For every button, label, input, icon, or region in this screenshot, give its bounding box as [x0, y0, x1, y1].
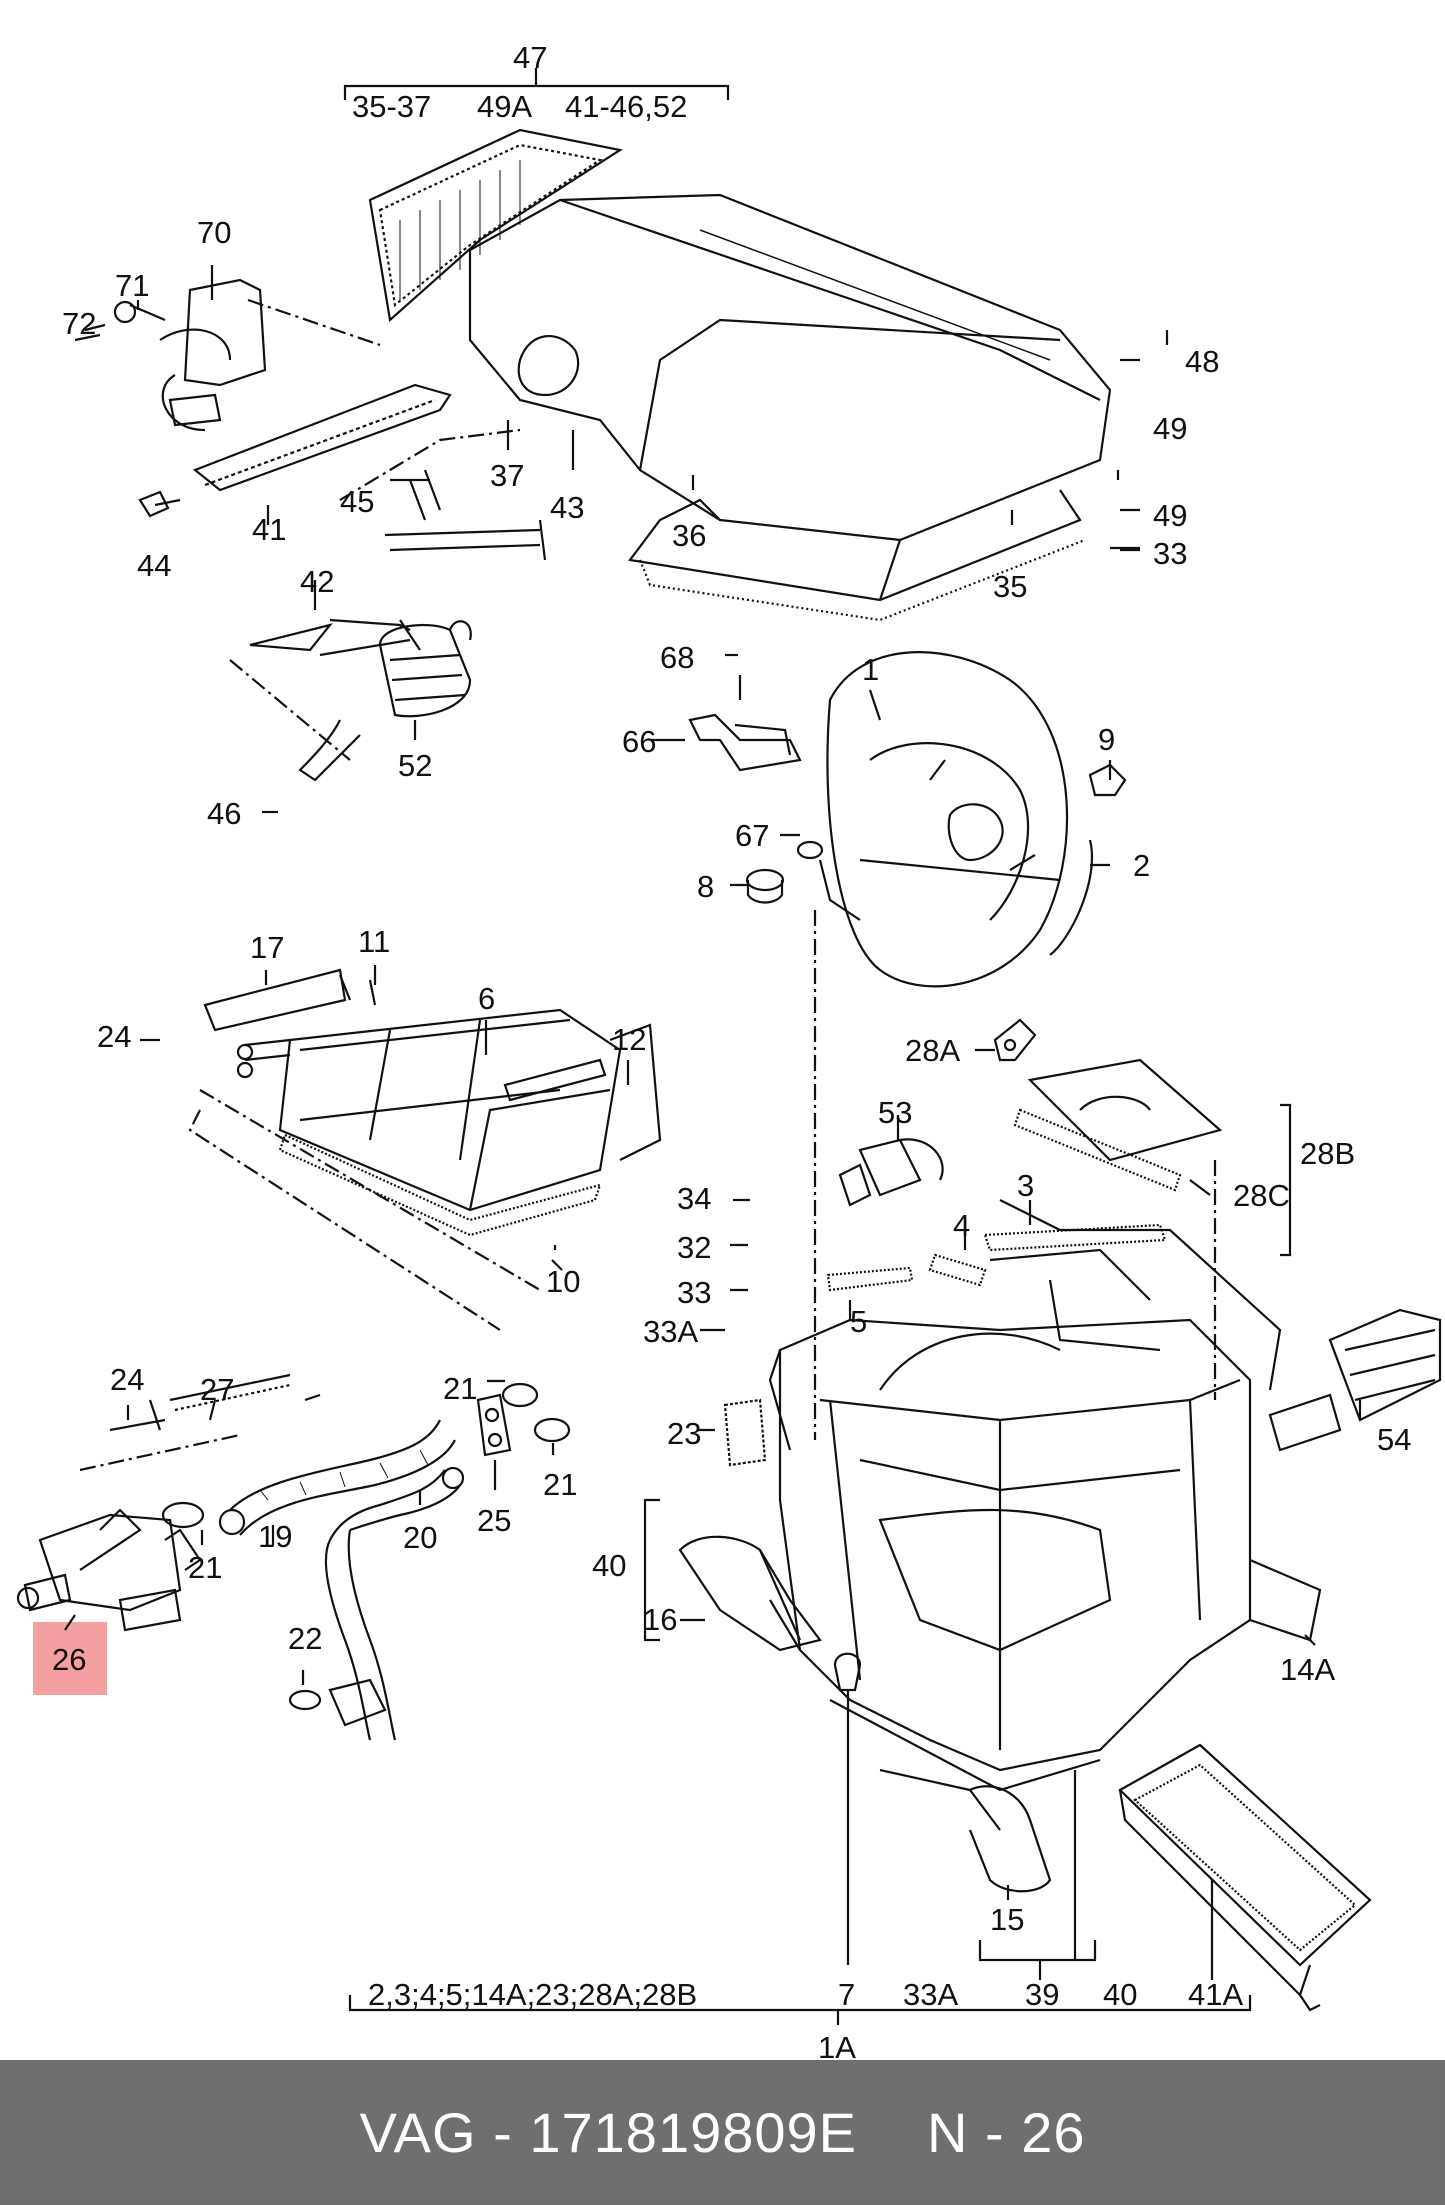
- label-54[interactable]: 54: [1377, 1422, 1411, 1457]
- label-1[interactable]: 1: [862, 652, 879, 687]
- label-35-37[interactable]: 35-37: [352, 89, 431, 124]
- label-14a[interactable]: 14A: [1280, 1652, 1335, 1687]
- drawing-lines: [16, 68, 1442, 2025]
- label-19[interactable]: 19: [258, 1519, 292, 1554]
- label-36[interactable]: 36: [672, 518, 706, 553]
- label-71[interactable]: 71: [115, 268, 149, 303]
- label-68[interactable]: 68: [660, 640, 694, 675]
- footer-part-number: 171819809E: [529, 2101, 858, 2164]
- label-9[interactable]: 9: [1098, 722, 1115, 757]
- label-42[interactable]: 42: [300, 564, 334, 599]
- label-17[interactable]: 17: [250, 930, 284, 965]
- callout-labels: 47 35-37 49A 41-46,52 70 71 72 48 49 37 …: [52, 40, 1411, 2060]
- label-27[interactable]: 27: [200, 1372, 234, 1407]
- label-41a[interactable]: 41A: [1188, 1977, 1243, 2012]
- label-1a[interactable]: 1A: [818, 2030, 856, 2060]
- label-47[interactable]: 47: [513, 40, 547, 75]
- label-21-b[interactable]: 21: [543, 1467, 577, 1502]
- highlight-part-26[interactable]: [33, 1622, 107, 1695]
- label-26[interactable]: 26: [52, 1642, 86, 1677]
- label-67[interactable]: 67: [735, 818, 769, 853]
- label-3[interactable]: 3: [1017, 1168, 1034, 1203]
- label-34[interactable]: 34: [677, 1181, 711, 1216]
- label-43[interactable]: 43: [550, 490, 584, 525]
- footer-brand: VAG: [359, 2101, 477, 2164]
- label-28c[interactable]: 28C: [1233, 1178, 1290, 1213]
- label-52[interactable]: 52: [398, 748, 432, 783]
- label-25[interactable]: 25: [477, 1503, 511, 1538]
- label-12[interactable]: 12: [612, 1022, 646, 1057]
- label-49a[interactable]: 49A: [477, 89, 532, 124]
- label-24-b[interactable]: 24: [110, 1362, 144, 1397]
- label-22[interactable]: 22: [288, 1621, 322, 1656]
- label-49[interactable]: 49: [1153, 411, 1187, 446]
- label-32[interactable]: 32: [677, 1230, 711, 1265]
- label-7[interactable]: 7: [838, 1977, 855, 2012]
- label-5[interactable]: 5: [850, 1304, 867, 1339]
- label-28b[interactable]: 28B: [1300, 1136, 1355, 1171]
- label-72[interactable]: 72: [62, 306, 96, 341]
- label-41[interactable]: 41: [252, 512, 286, 547]
- label-53[interactable]: 53: [878, 1095, 912, 1130]
- footer-position: N - 26: [927, 2101, 1086, 2164]
- label-33a-b[interactable]: 33A: [903, 1977, 958, 2012]
- label-21[interactable]: 21: [443, 1371, 477, 1406]
- label-23[interactable]: 23: [667, 1416, 701, 1451]
- label-45[interactable]: 45: [340, 484, 374, 519]
- label-20[interactable]: 20: [403, 1520, 437, 1555]
- label-6[interactable]: 6: [478, 981, 495, 1016]
- label-66[interactable]: 66: [622, 724, 656, 759]
- label-39[interactable]: 39: [1025, 1977, 1059, 2012]
- label-28a[interactable]: 28A: [905, 1033, 960, 1068]
- label-33-b[interactable]: 33: [677, 1275, 711, 1310]
- label-33a[interactable]: 33A: [643, 1314, 698, 1349]
- label-37[interactable]: 37: [490, 458, 524, 493]
- label-10[interactable]: 10: [546, 1264, 580, 1299]
- label-41-46-52[interactable]: 41-46,52: [565, 89, 687, 124]
- label-11[interactable]: 11: [358, 924, 390, 959]
- label-33[interactable]: 33: [1153, 536, 1187, 571]
- parts-diagram: 47 35-37 49A 41-46,52 70 71 72 48 49 37 …: [16, 40, 1442, 2060]
- label-35[interactable]: 35: [993, 569, 1027, 604]
- label-15[interactable]: 15: [990, 1902, 1024, 1937]
- label-49-b[interactable]: 49: [1153, 498, 1187, 533]
- label-48[interactable]: 48: [1185, 344, 1219, 379]
- label-16[interactable]: 16: [643, 1602, 677, 1637]
- label-40-b[interactable]: 40: [1103, 1977, 1137, 2012]
- label-46[interactable]: 46: [207, 796, 241, 831]
- label-40[interactable]: 40: [592, 1548, 626, 1583]
- label-bottom-group[interactable]: 2,3;4;5;14A;23;28A;28B: [368, 1977, 697, 2012]
- label-8[interactable]: 8: [697, 869, 714, 904]
- label-4[interactable]: 4: [953, 1208, 970, 1243]
- label-70[interactable]: 70: [197, 215, 231, 250]
- part-footer: VAG - 171819809E N - 26: [0, 2060, 1445, 2205]
- label-24[interactable]: 24: [97, 1019, 131, 1054]
- label-2[interactable]: 2: [1133, 848, 1150, 883]
- label-21-c[interactable]: 21: [188, 1550, 222, 1585]
- label-44[interactable]: 44: [137, 548, 171, 583]
